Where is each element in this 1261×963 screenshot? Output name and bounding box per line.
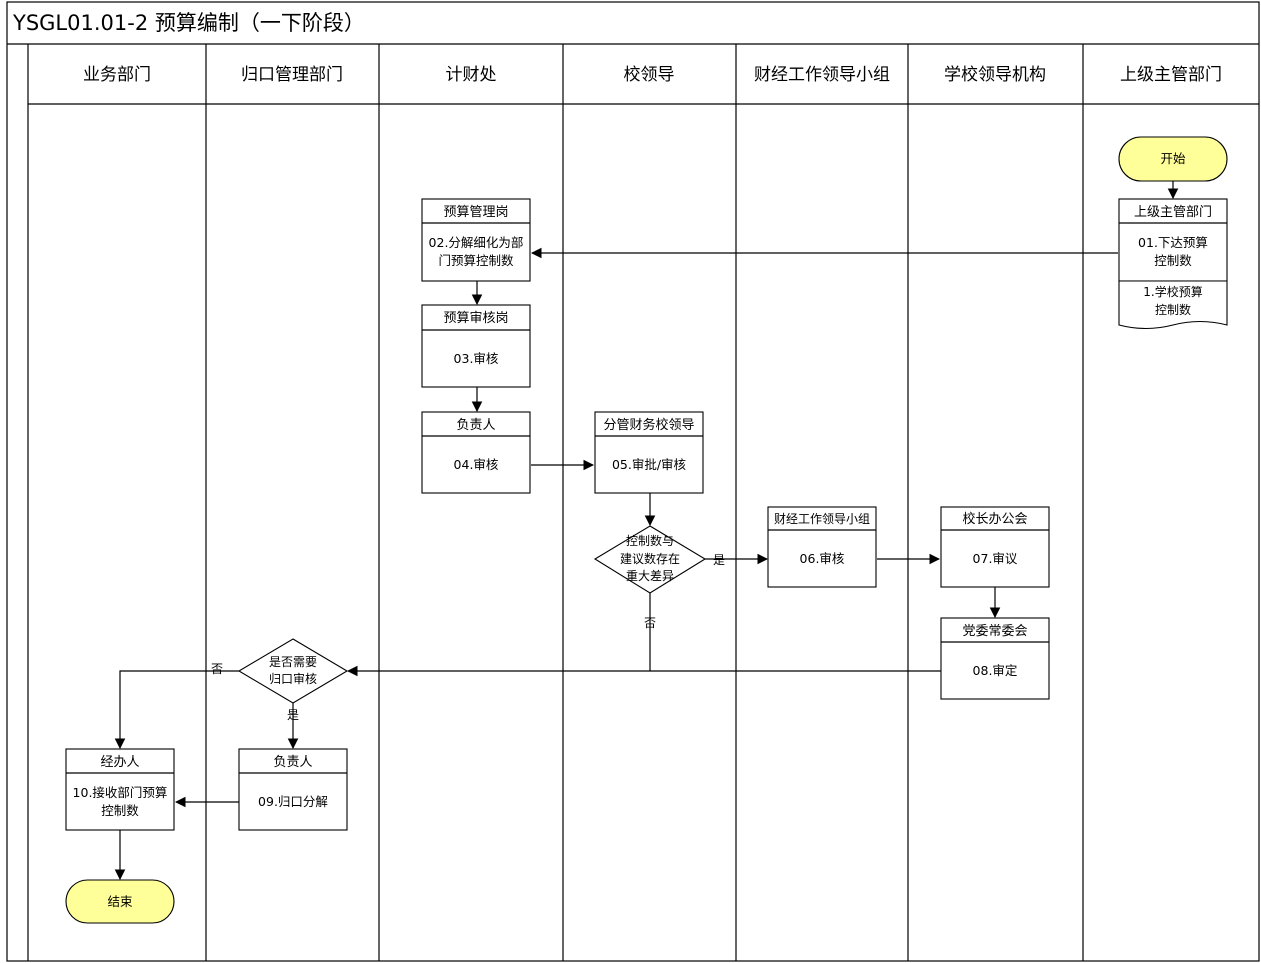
step-01: 上级主管部门 01.下达预算 控制数	[1118, 198, 1228, 282]
document-shape	[1118, 280, 1228, 330]
decision-1-text-line1: 控制数与	[626, 533, 674, 548]
lane-header-school-leaders: 校领导	[624, 65, 675, 85]
diagram-title: YSGL01.01-2 预算编制（一下阶段）	[12, 11, 365, 35]
step-05-box	[594, 411, 704, 494]
outer-frame	[6, 1, 1260, 962]
step-01-text-line2: 控制数	[1154, 253, 1192, 268]
start-label: 开始	[1160, 151, 1186, 166]
step-08-text: 08.审定	[973, 663, 1018, 678]
start-terminal: 开始	[1118, 136, 1228, 182]
step-05-text: 05.审批/审核	[612, 457, 687, 472]
step-04-role: 负责人	[456, 418, 495, 433]
step-07-role: 校长办公会	[962, 511, 1027, 527]
document-budget-control: 1.学校预算 控制数	[1118, 280, 1228, 330]
end-terminal: 结束	[65, 879, 175, 924]
step-06-box	[767, 506, 877, 588]
decision-2-no-label: 否	[211, 662, 223, 676]
step-02-text-line2: 门预算控制数	[438, 253, 514, 268]
lane-header-management-dept: 归口管理部门	[241, 65, 343, 85]
step-02-role: 预算管理岗	[443, 205, 508, 220]
step-09-box	[238, 748, 348, 831]
decision-1-text-line2: 建议数存在	[620, 551, 680, 566]
step-09-role: 负责人	[273, 755, 312, 770]
decision-1-no-label: 否	[644, 616, 656, 630]
lane-header-leadership-body: 学校领导机构	[944, 65, 1046, 85]
decision-2: 是否需要 归口审核 是 否	[211, 638, 349, 722]
step-03: 预算审核岗 03.审核	[421, 304, 531, 388]
step-09-text: 09.归口分解	[258, 794, 328, 809]
step-05: 分管财务校领导 05.审批/审核	[594, 411, 704, 494]
decision-1: 控制数与 建议数存在 重大差异 是 否	[593, 525, 725, 630]
decision-2-shape	[237, 638, 349, 704]
decision-1-text-line3: 重大差异	[626, 569, 674, 583]
step-02-text-line1: 02.分解细化为部	[429, 235, 524, 250]
step-07: 校长办公会 07.审议	[940, 506, 1050, 588]
step-10-role: 经办人	[100, 755, 139, 770]
lane-separators	[205, 44, 1084, 961]
step-10-text-line2: 控制数	[101, 803, 139, 818]
step-04-text: 04.审核	[454, 457, 499, 472]
lane-headers: 业务部门 归口管理部门 计财处 校领导 财经工作领导小组 学校领导机构 上级主管…	[83, 65, 1222, 85]
step-01-role: 上级主管部门	[1134, 205, 1212, 220]
step-03-role: 预算审核岗	[443, 311, 508, 326]
decision-1-yes-label: 是	[713, 553, 725, 567]
lane-header-finance-office: 计财处	[446, 65, 497, 85]
step-10-text-line1: 10.接收部门预算	[73, 785, 168, 800]
step-01-box	[1118, 198, 1228, 282]
start-terminal-shape	[1118, 136, 1228, 182]
step-10: 经办人 10.接收部门预算 控制数	[65, 748, 175, 831]
step-06: 财经工作领导小组 06.审核	[767, 506, 877, 588]
step-08: 党委常委会 08.审定	[940, 617, 1050, 700]
lane-header-superior-dept: 上级主管部门	[1120, 65, 1222, 85]
end-terminal-shape	[65, 879, 175, 924]
step-03-text: 03.审核	[454, 351, 499, 366]
connector-d2-no-to-10	[114, 670, 239, 750]
step-10-box	[65, 748, 175, 831]
step-01-text-line1: 01.下达预算	[1138, 235, 1208, 250]
decision-2-text-line2: 归口审核	[269, 671, 317, 686]
step-08-box	[940, 617, 1050, 700]
document-text-line1: 1.学校预算	[1143, 284, 1202, 299]
step-02-box	[421, 198, 531, 282]
connectors	[114, 181, 1179, 881]
step-03-box	[421, 304, 531, 388]
step-04: 负责人 04.审核	[421, 411, 531, 494]
step-06-text: 06.审核	[800, 551, 845, 566]
step-02: 预算管理岗 02.分解细化为部 门预算控制数	[421, 198, 531, 282]
step-05-role: 分管财务校领导	[603, 417, 694, 433]
decision-1-shape	[593, 525, 707, 594]
end-label: 结束	[107, 894, 133, 909]
lane-header-finance-group: 财经工作领导小组	[754, 65, 890, 85]
step-08-role: 党委常委会	[962, 624, 1027, 639]
step-06-role: 财经工作领导小组	[774, 512, 870, 526]
step-04-box	[421, 411, 531, 494]
decision-2-yes-label: 是	[287, 708, 299, 722]
decision-2-text-line1: 是否需要	[269, 655, 317, 669]
lane-header-business-dept: 业务部门	[83, 65, 151, 85]
step-07-text: 07.审议	[973, 551, 1018, 566]
step-09: 负责人 09.归口分解	[238, 748, 348, 831]
document-text-line2: 控制数	[1155, 302, 1191, 317]
step-07-box	[940, 506, 1050, 588]
